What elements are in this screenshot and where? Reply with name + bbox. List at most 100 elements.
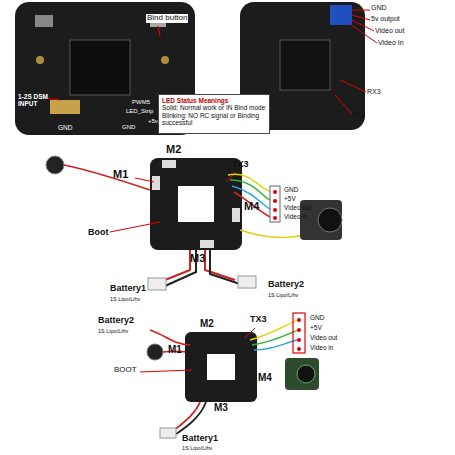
pin-label: 1-2S DSM INPUT bbox=[18, 93, 60, 107]
pin bbox=[297, 318, 301, 322]
camera bbox=[285, 358, 319, 390]
wire bbox=[230, 180, 272, 201]
battery-label: Battery1 bbox=[110, 284, 146, 294]
pin-label: GND bbox=[310, 314, 324, 321]
part-label: Bind button bbox=[146, 14, 188, 23]
board-cutout bbox=[178, 186, 214, 222]
mcu-chip bbox=[280, 40, 330, 90]
pin-label: Video in bbox=[310, 344, 333, 351]
pin bbox=[273, 190, 277, 194]
pin-label: Video in bbox=[284, 213, 307, 220]
leader-line bbox=[350, 24, 377, 43]
connector bbox=[330, 5, 352, 25]
pin-label: Video out bbox=[375, 27, 404, 35]
status-note-box: LED Status MeaningsSolid: Normal work or… bbox=[158, 94, 270, 134]
pin-label: TX3 bbox=[352, 112, 365, 120]
wire bbox=[240, 230, 310, 238]
wire bbox=[228, 174, 272, 192]
pin bbox=[297, 328, 301, 332]
motor-label: M4 bbox=[244, 200, 259, 212]
leader-line bbox=[245, 328, 255, 338]
leader-line bbox=[352, 15, 370, 20]
battery-plug bbox=[160, 428, 176, 438]
motor-label: M3 bbox=[190, 252, 205, 264]
leader-line bbox=[158, 26, 160, 36]
battery-spec: 1S Lipo/Lihv bbox=[182, 445, 212, 451]
pin bbox=[273, 216, 277, 220]
pin-label: GND bbox=[284, 186, 298, 193]
note-text: Solid: Normal work or IN Bind mode bbox=[162, 104, 266, 111]
wire bbox=[150, 330, 190, 345]
motor-plug bbox=[152, 176, 160, 190]
wire bbox=[254, 340, 298, 350]
pin-label: +5v bbox=[148, 118, 158, 125]
pin-header bbox=[270, 186, 280, 222]
pin-label: GND bbox=[58, 124, 72, 131]
motor-label: M3 bbox=[214, 402, 228, 413]
motor-label: M2 bbox=[200, 318, 214, 329]
pin-label: Video In bbox=[378, 39, 404, 47]
pad bbox=[36, 56, 44, 64]
battery-spec: 1S Lipo/Lihv bbox=[268, 292, 298, 298]
flight-controller-board bbox=[185, 332, 257, 402]
motor-plug bbox=[232, 208, 240, 222]
leader-line bbox=[352, 20, 374, 31]
buzzer bbox=[46, 156, 64, 174]
leader-line bbox=[135, 178, 154, 182]
wire bbox=[252, 330, 298, 345]
board-cutout bbox=[207, 354, 235, 380]
battery-plug bbox=[238, 276, 256, 288]
part-label: BOOT bbox=[114, 366, 137, 375]
wire bbox=[64, 165, 150, 190]
pin bbox=[273, 208, 277, 212]
pin-label: GND bbox=[122, 124, 135, 131]
battery-plug bbox=[148, 278, 166, 290]
leader-line bbox=[340, 80, 366, 92]
battery-label: Battery2 bbox=[98, 316, 134, 326]
buzzer bbox=[147, 344, 163, 360]
wire bbox=[176, 402, 206, 434]
pin-label: Video out bbox=[310, 334, 337, 341]
battery-spec: 1S Lipo/Lihv bbox=[110, 296, 140, 302]
pad bbox=[161, 56, 169, 64]
pin-label: RX3 bbox=[367, 88, 381, 96]
battery-label: Battery2 bbox=[268, 280, 304, 290]
camera-lens bbox=[297, 365, 315, 383]
motor-label: M2 bbox=[166, 143, 181, 155]
battery-spec: 1S Lipo/Lihv bbox=[98, 328, 128, 334]
pin-label: Video out bbox=[284, 204, 311, 211]
pin-label: +5V bbox=[310, 324, 322, 331]
connector bbox=[35, 15, 53, 27]
leader-line bbox=[110, 222, 160, 232]
flight-controller-board bbox=[150, 158, 242, 250]
pin-label: GND bbox=[371, 4, 387, 12]
leader-line bbox=[140, 370, 192, 372]
leader-line bbox=[352, 10, 370, 11]
pin-label: 5v output bbox=[371, 15, 400, 23]
pin bbox=[297, 338, 301, 342]
camera-lens bbox=[318, 208, 342, 232]
wire bbox=[210, 250, 240, 284]
power-pad bbox=[50, 100, 80, 114]
pin-label: +5V bbox=[284, 195, 296, 202]
pin-label: TX3 bbox=[232, 160, 249, 170]
board-cutout bbox=[70, 40, 130, 95]
note-heading: LED Status Meanings bbox=[162, 97, 266, 104]
part-label: Boot bbox=[88, 228, 109, 238]
pin-highlight bbox=[293, 313, 305, 353]
motor-plug bbox=[162, 160, 176, 168]
leader-line bbox=[335, 95, 352, 114]
motor-label: M4 bbox=[258, 372, 272, 383]
motor-plug bbox=[200, 240, 214, 248]
note-text: Blinking: NO RC signal or Binding succes… bbox=[162, 112, 266, 127]
battery-label: Battery1 bbox=[182, 434, 218, 444]
pin-label: PWM5 bbox=[132, 99, 150, 106]
pin bbox=[297, 347, 301, 351]
motor-label: M1 bbox=[113, 168, 128, 180]
pin-label: LED_Strip bbox=[126, 108, 153, 115]
wire bbox=[234, 192, 272, 218]
pin-label: TX3 bbox=[250, 315, 267, 325]
